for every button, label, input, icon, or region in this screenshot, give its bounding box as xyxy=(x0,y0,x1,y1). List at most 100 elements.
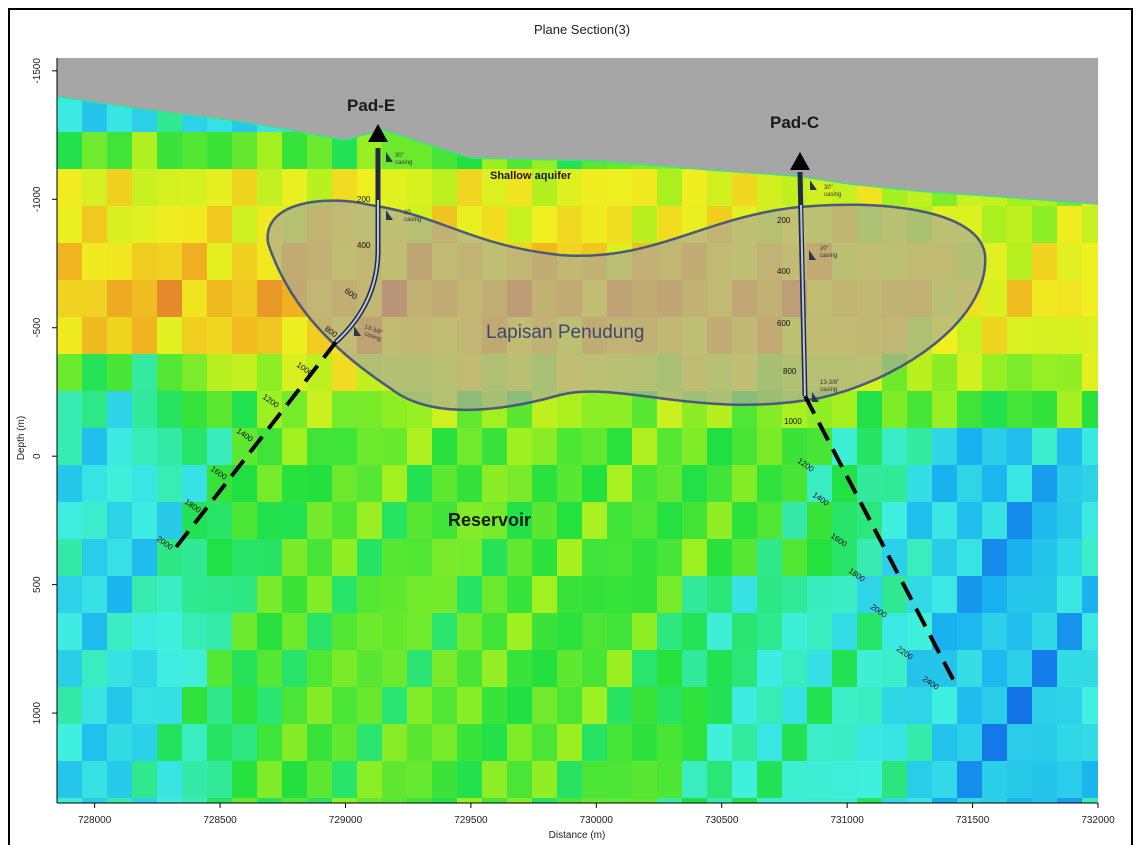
heatmap-cell xyxy=(1057,613,1083,651)
heatmap-cell xyxy=(657,798,683,803)
heatmap-cell xyxy=(132,206,158,244)
ground-layer xyxy=(57,58,1098,206)
heatmap-cell xyxy=(457,169,483,207)
heatmap-cell xyxy=(532,206,558,244)
heatmap-cell xyxy=(707,428,733,466)
heatmap-cell xyxy=(307,798,333,803)
heatmap-cell xyxy=(332,613,358,651)
heatmap-cell xyxy=(632,428,658,466)
chart-title: Plane Section(3) xyxy=(534,22,630,37)
heatmap-cell xyxy=(757,576,783,614)
heatmap-cell xyxy=(557,428,583,466)
heatmap-cell xyxy=(157,798,183,803)
heatmap-cell xyxy=(732,502,758,540)
heatmap-cell xyxy=(1082,724,1098,762)
heatmap-cell xyxy=(157,354,183,392)
heatmap-cell xyxy=(957,798,983,803)
heatmap-cell xyxy=(932,687,958,725)
heatmap-cell xyxy=(707,650,733,688)
heatmap-cell xyxy=(107,502,133,540)
heatmap-cell xyxy=(132,687,158,725)
heatmap-cell xyxy=(807,502,833,540)
heatmap-cell xyxy=(582,428,608,466)
heatmap-cell xyxy=(482,576,508,614)
heatmap-cell xyxy=(1032,243,1058,281)
heatmap-cell xyxy=(57,280,83,318)
heatmap-cell xyxy=(582,798,608,803)
heatmap-cell xyxy=(507,650,533,688)
heatmap-cell xyxy=(1032,428,1058,466)
heatmap-cell xyxy=(632,650,658,688)
heatmap-cell xyxy=(607,724,633,762)
heatmap-cell xyxy=(407,169,433,207)
heatmap-cell xyxy=(1007,613,1033,651)
heatmap-cell xyxy=(1082,613,1098,651)
heatmap-cell xyxy=(957,576,983,614)
heatmap-cell xyxy=(107,280,133,318)
y-tick-label: 0 xyxy=(32,453,43,459)
heatmap-cell xyxy=(707,502,733,540)
heatmap-cell xyxy=(857,391,883,429)
heatmap-cell xyxy=(207,502,233,540)
heatmap-cell xyxy=(82,354,108,392)
heatmap-cell xyxy=(357,798,383,803)
casing-shoe-icon xyxy=(809,250,816,260)
heatmap-cell xyxy=(982,576,1008,614)
heatmap-cell xyxy=(207,650,233,688)
heatmap-cell xyxy=(107,132,133,170)
heatmap-cell xyxy=(557,576,583,614)
heatmap-cell xyxy=(657,613,683,651)
heatmap-cell xyxy=(107,613,133,651)
heatmap-cell xyxy=(132,354,158,392)
heatmap-cell xyxy=(107,465,133,503)
heatmap-cell xyxy=(532,428,558,466)
heatmap-cell xyxy=(1082,280,1098,318)
casing-shoe-icon xyxy=(812,392,819,402)
heatmap-cell xyxy=(57,687,83,725)
heatmap-cell xyxy=(282,687,308,725)
heatmap-cell xyxy=(332,465,358,503)
heatmap-cell xyxy=(957,687,983,725)
heatmap-cell xyxy=(457,428,483,466)
heatmap-cell xyxy=(182,761,208,799)
heatmap-cell xyxy=(282,502,308,540)
heatmap-cell xyxy=(1007,761,1033,799)
heatmap-cell xyxy=(857,687,883,725)
heatmap-cell xyxy=(257,798,283,803)
heatmap-cell xyxy=(1032,391,1058,429)
heatmap-cell xyxy=(732,576,758,614)
heatmap-cell xyxy=(107,798,133,803)
heatmap-cell xyxy=(207,280,233,318)
heatmap-cell xyxy=(507,206,533,244)
casing-size-label: 20" xyxy=(820,246,829,252)
heatmap-cell xyxy=(1057,761,1083,799)
heatmap-cell xyxy=(82,539,108,577)
x-tick-label: 728000 xyxy=(78,815,112,826)
heatmap-cell xyxy=(382,724,408,762)
heatmap-cell xyxy=(632,539,658,577)
heatmap-cell xyxy=(632,169,658,207)
heatmap-cell xyxy=(907,576,933,614)
heatmap-cell xyxy=(807,613,833,651)
heatmap-cell xyxy=(657,465,683,503)
heatmap-cell xyxy=(132,132,158,170)
heatmap-cell xyxy=(882,724,908,762)
heatmap-cell xyxy=(107,354,133,392)
above-ground-area xyxy=(57,58,1098,205)
heatmap-cell xyxy=(82,576,108,614)
heatmap-cell xyxy=(82,761,108,799)
heatmap-cell xyxy=(57,354,83,392)
casing-shoe-icon xyxy=(386,152,393,162)
heatmap-cell xyxy=(282,317,308,355)
pad-e-casing-inner xyxy=(335,200,379,343)
heatmap-cell xyxy=(832,539,858,577)
heatmap-cell xyxy=(107,428,133,466)
heatmap-cell xyxy=(307,576,333,614)
heatmap-cell xyxy=(582,539,608,577)
heatmap-cell xyxy=(207,206,233,244)
heatmap-cell xyxy=(157,317,183,355)
heatmap-cell xyxy=(482,724,508,762)
heatmap-cell xyxy=(1082,317,1098,355)
heatmap-cell xyxy=(207,761,233,799)
